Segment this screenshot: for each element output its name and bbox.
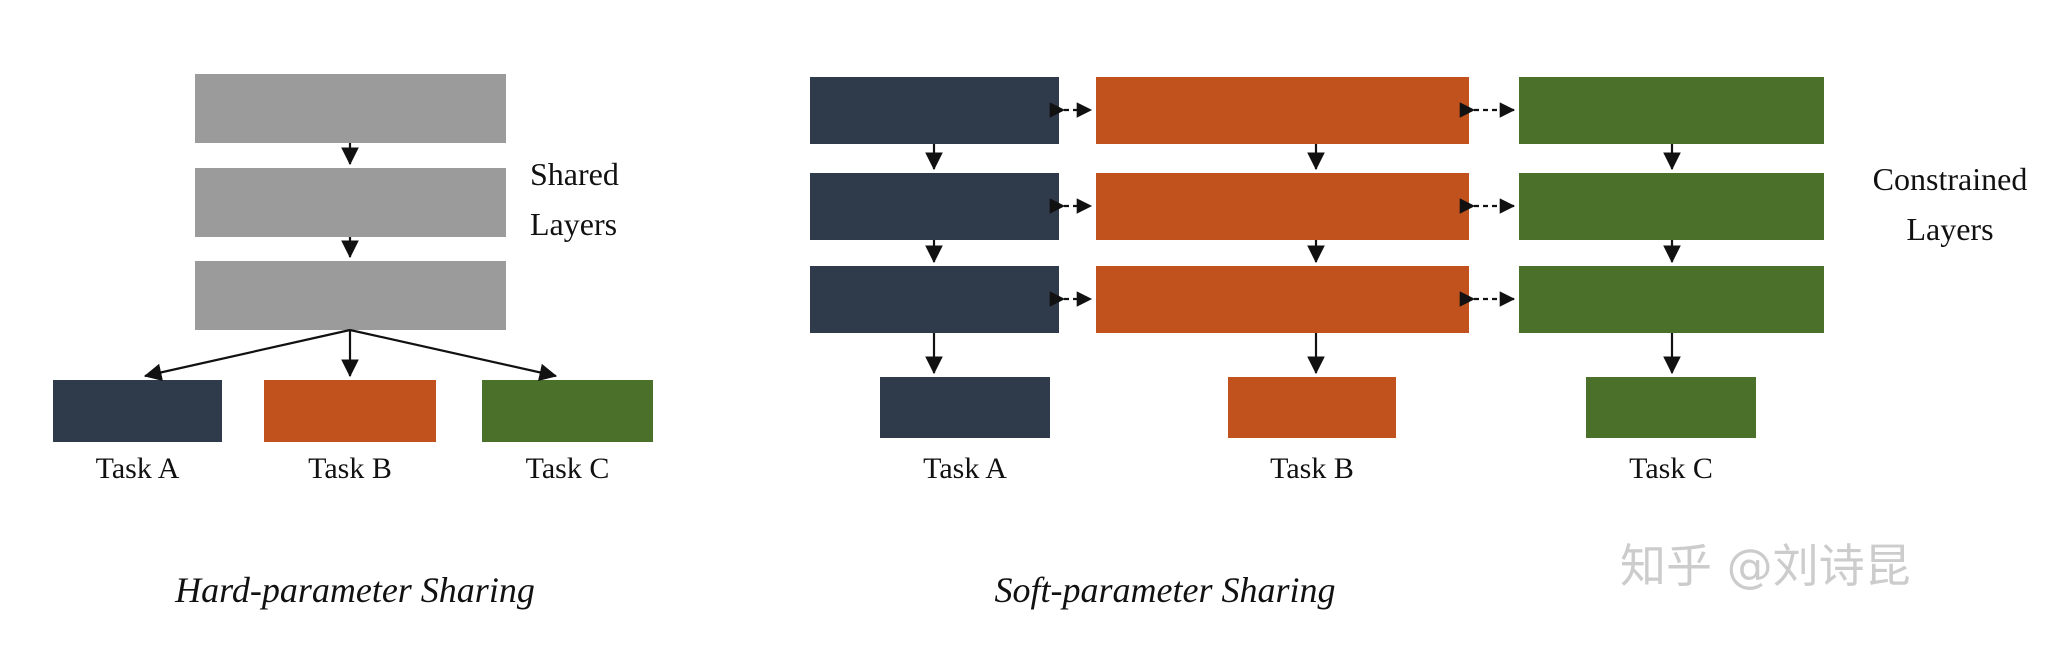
- shared-layer-2: [195, 168, 506, 237]
- arrow-shared-to-task-a: [143, 328, 351, 381]
- soft-b-layer-1: [1096, 77, 1469, 144]
- constrained-layers-label-line2: Layers: [1906, 211, 1994, 247]
- soft-c-layer-1: [1519, 77, 1824, 144]
- task-c-label-right: Task C: [1629, 452, 1713, 485]
- task-a-label-right: Task A: [923, 452, 1007, 485]
- watermark-zhihu: 知乎 @刘诗昆: [1620, 539, 1911, 593]
- task-b-label-right: Task B: [1270, 452, 1354, 485]
- shared-layers-label-line1: Shared: [530, 156, 619, 192]
- task-head-a-left: [53, 380, 222, 442]
- caption-hard-parameter-sharing: Hard-parameter Sharing: [175, 570, 535, 610]
- shared-layer-1: [195, 74, 506, 143]
- task-b-label-left: Task B: [308, 452, 392, 485]
- soft-a-task-head: [880, 377, 1050, 438]
- caption-soft-parameter-sharing: Soft-parameter Sharing: [994, 570, 1336, 610]
- task-head-c-left: [482, 380, 653, 442]
- soft-b-layer-3: [1096, 266, 1469, 333]
- arrow-shared-to-task-c: [349, 328, 558, 381]
- soft-c-layer-3: [1519, 266, 1824, 333]
- soft-c-task-head: [1586, 377, 1756, 438]
- shared-layer-3: [195, 261, 506, 330]
- constrained-layers-label-line1: Constrained: [1872, 161, 2028, 197]
- soft-b-task-head: [1228, 377, 1396, 438]
- soft-a-layer-3: [810, 266, 1059, 333]
- task-head-b-left: [264, 380, 436, 442]
- soft-a-layer-1: [810, 77, 1059, 144]
- task-a-label-left: Task A: [95, 452, 180, 485]
- task-c-label-left: Task C: [525, 452, 610, 485]
- soft-b-layer-2: [1096, 173, 1469, 240]
- soft-a-layer-2: [810, 173, 1059, 240]
- soft-c-layer-2: [1519, 173, 1824, 240]
- shared-layers-label-line2: Layers: [530, 206, 618, 242]
